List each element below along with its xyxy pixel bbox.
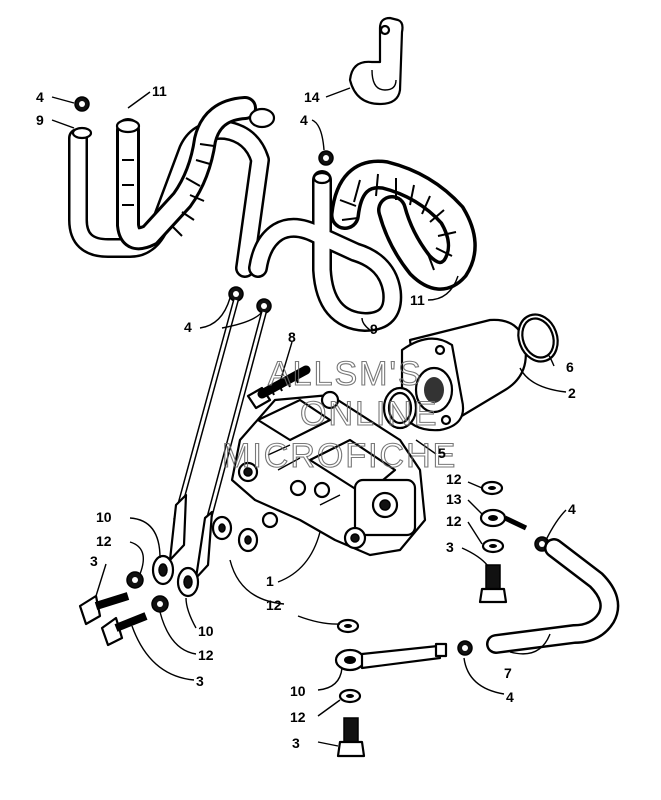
clamp-4-bottom — [457, 640, 473, 656]
callout-8: 8 — [288, 329, 296, 345]
watermark: ALLSM'S ONLINE MICROFICHE — [221, 354, 457, 475]
callout-labels: 4 9 11 14 4 11 9 4 8 6 2 5 12 13 12 4 3 … — [36, 83, 576, 751]
callout-3: 3 — [90, 553, 98, 569]
callout-14: 14 — [304, 89, 320, 105]
callout-4: 4 — [36, 89, 44, 105]
callout-9: 9 — [36, 112, 44, 128]
washers-12-left — [126, 515, 259, 613]
oring-6 — [517, 313, 559, 363]
washer-12-bottom-upper — [336, 618, 360, 634]
callout-4: 4 — [568, 501, 576, 517]
callout-3: 3 — [196, 673, 204, 689]
callout-12: 12 — [198, 647, 214, 663]
oil-pump-1 — [230, 390, 427, 557]
callout-3: 3 — [292, 735, 300, 751]
callout-10: 10 — [198, 623, 214, 639]
clamp-4-top-right — [318, 150, 334, 166]
clamp-4-top-left — [74, 96, 90, 112]
banjo-fitting-10-left — [151, 493, 214, 598]
bolts-3-left — [78, 592, 148, 647]
callout-2: 2 — [568, 385, 576, 401]
hose-9-left — [68, 119, 270, 278]
watermark-line-2: ONLINE — [300, 395, 439, 433]
leader-lines — [51, 87, 567, 747]
washers-12-13-right — [479, 480, 528, 554]
callout-12: 12 — [446, 471, 462, 487]
banjo-fitting-10-bottom — [334, 642, 448, 672]
bolt-8 — [246, 365, 311, 410]
callout-10: 10 — [290, 683, 306, 699]
callout-12: 12 — [446, 513, 462, 529]
clamp-14 — [348, 16, 404, 106]
watermark-line-3: MICROFICHE — [222, 437, 457, 475]
callout-10: 10 — [96, 509, 112, 525]
callout-11: 11 — [410, 292, 425, 308]
callout-12: 12 — [290, 709, 306, 725]
gasket-5 — [382, 386, 418, 430]
clamp-4-middle — [228, 286, 272, 314]
watermark-line-1: ALLSM'S — [268, 355, 423, 393]
hose-11-left-sleeve — [115, 96, 276, 251]
callout-4: 4 — [300, 112, 308, 128]
adapter-2 — [400, 318, 527, 432]
washer-12-bottom — [338, 688, 362, 704]
callout-7: 7 — [504, 665, 512, 681]
callout-4: 4 — [506, 689, 514, 705]
callout-4: 4 — [184, 319, 192, 335]
callout-12: 12 — [266, 597, 282, 613]
callout-1: 1 — [266, 573, 274, 589]
callout-5: 5 — [438, 445, 446, 461]
bolt-3-bottom — [336, 717, 366, 758]
callout-11: 11 — [152, 83, 167, 99]
oil-lines — [173, 299, 267, 531]
callout-6: 6 — [566, 359, 574, 375]
callout-12: 12 — [96, 533, 112, 549]
hose-9-right — [248, 170, 403, 332]
hose-11-right-sleeve — [330, 159, 477, 291]
hose-7 — [486, 538, 620, 654]
callout-9: 9 — [370, 321, 378, 337]
bolt-3-right — [478, 564, 508, 604]
callout-3: 3 — [446, 539, 454, 555]
callout-13: 13 — [446, 491, 462, 507]
